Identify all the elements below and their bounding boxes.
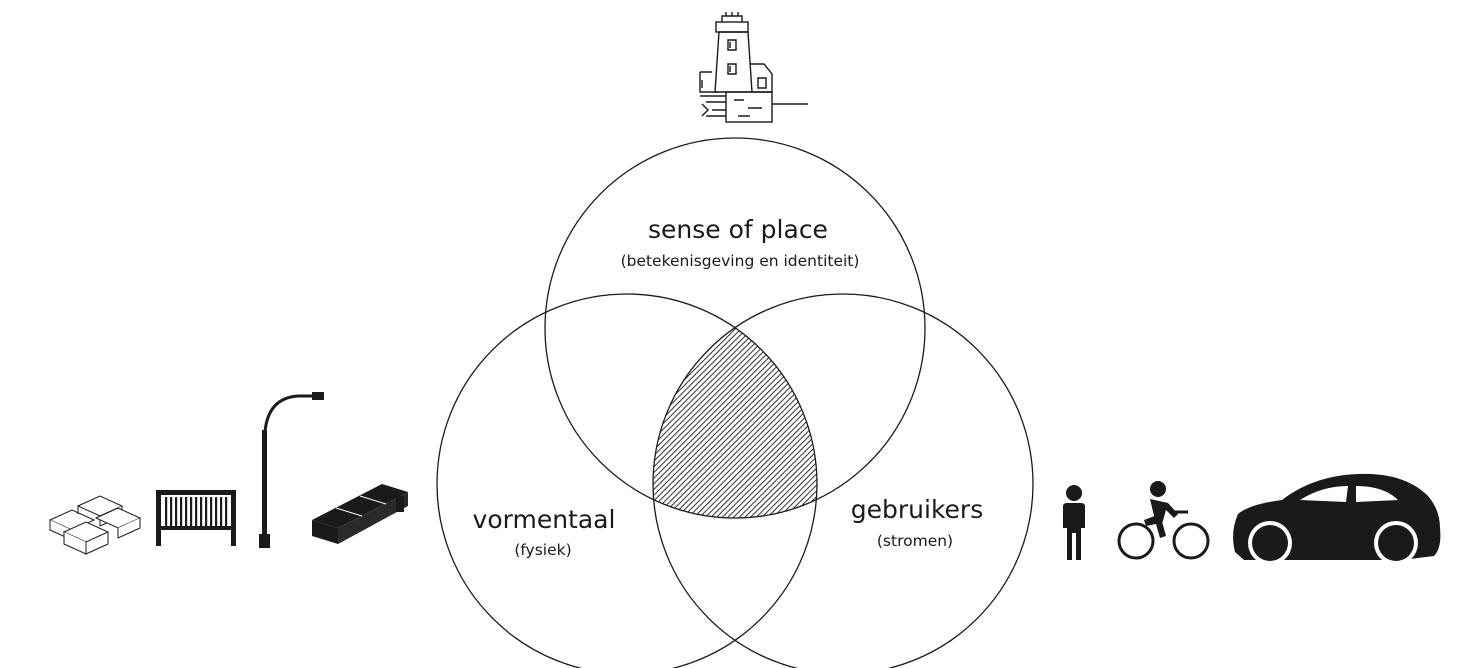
set-title-left: vormentaal xyxy=(473,505,616,534)
railing-icon xyxy=(156,490,236,546)
bench-icon xyxy=(312,484,408,544)
set-subtitle-right: (stromen) xyxy=(877,532,953,550)
set-subtitle-top: (betekenisgeving en identiteit) xyxy=(621,252,860,270)
set-circle-left xyxy=(436,293,818,668)
set-circle-right xyxy=(652,293,1034,668)
car-icon xyxy=(1233,473,1441,565)
set-title-top: sense of place xyxy=(648,215,828,244)
pedestrian-icon xyxy=(1063,485,1085,560)
set-title-right: gebruikers xyxy=(851,495,983,524)
intersection-area xyxy=(653,294,817,518)
paving-stones-icon xyxy=(48,495,142,555)
cyclist-icon xyxy=(1117,481,1210,560)
set-subtitle-left: (fysiek) xyxy=(514,541,571,559)
street-lamp-icon xyxy=(259,392,324,548)
set-circle-top xyxy=(544,137,926,519)
lighthouse-icon xyxy=(699,12,808,123)
